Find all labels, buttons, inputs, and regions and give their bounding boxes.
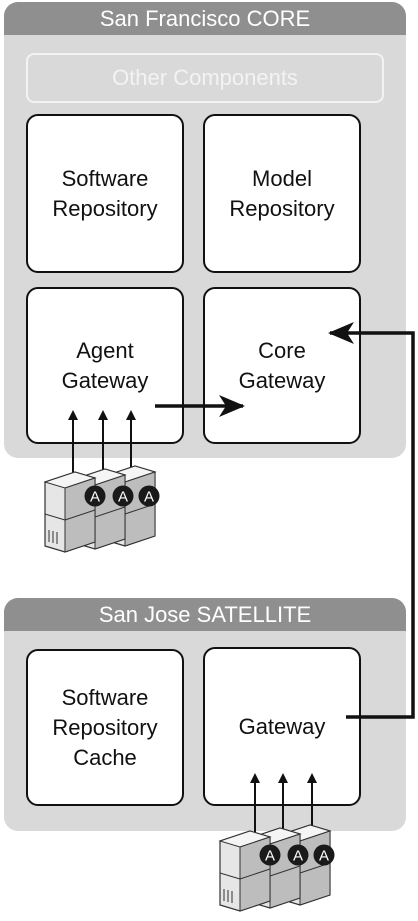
agent-gateway-box: Agent Gateway bbox=[26, 287, 184, 444]
satellite-to-core-arrow bbox=[328, 322, 415, 719]
svg-text:A: A bbox=[90, 489, 100, 506]
agent-badge-icon: A bbox=[259, 844, 281, 866]
svg-text:A: A bbox=[118, 489, 128, 506]
svg-text:A: A bbox=[319, 848, 329, 865]
agent-badge-icon: A bbox=[313, 844, 335, 866]
software-repository-box: Software Repository bbox=[26, 114, 184, 273]
agent-badge-icon: A bbox=[84, 485, 106, 507]
core-agent-servers: A A A bbox=[43, 465, 160, 553]
satellite-agent-servers: A A A bbox=[218, 824, 335, 912]
core-panel-title: San Francisco CORE bbox=[4, 2, 406, 35]
svg-text:A: A bbox=[293, 848, 303, 865]
svg-text:A: A bbox=[144, 489, 154, 506]
core-gateway-box: Core Gateway bbox=[203, 287, 361, 444]
agent-badge-icon: A bbox=[287, 844, 309, 866]
other-components-box: Other Components bbox=[26, 53, 384, 103]
satellite-gateway-box: Gateway bbox=[203, 647, 361, 806]
software-repository-cache-box: Software Repository Cache bbox=[26, 649, 184, 806]
model-repository-box: Model Repository bbox=[203, 114, 361, 273]
agent-badge-icon: A bbox=[112, 485, 134, 507]
agent-badge-icon: A bbox=[138, 485, 160, 507]
svg-text:A: A bbox=[265, 848, 275, 865]
server-icon bbox=[218, 830, 272, 912]
server-icon bbox=[43, 471, 97, 553]
satellite-panel-title: San Jose SATELLITE bbox=[4, 598, 406, 631]
